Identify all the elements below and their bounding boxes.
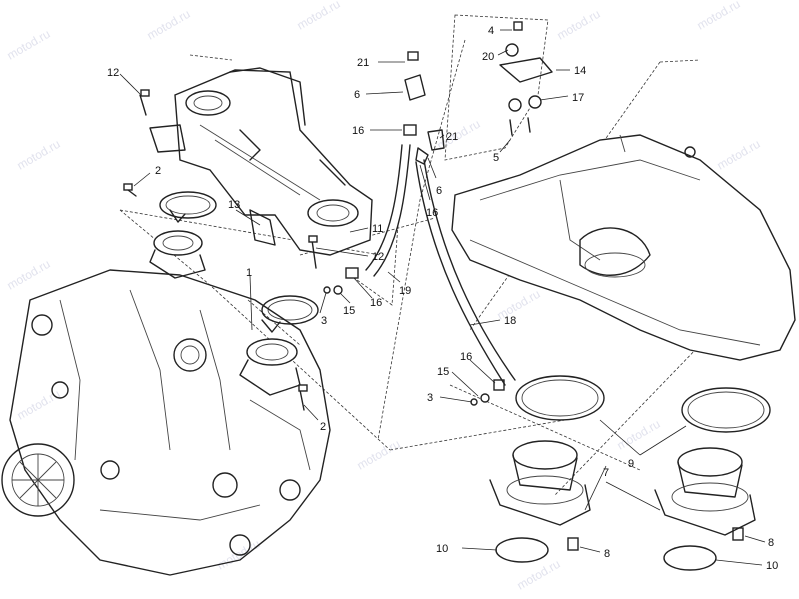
- watermark-text: motod.ru: [15, 387, 63, 423]
- callout-15: 15: [343, 305, 355, 317]
- callout-16: 16: [460, 351, 472, 363]
- callout-13: 13: [228, 199, 240, 211]
- watermark-text: motod.ru: [15, 137, 63, 173]
- callout-8: 8: [604, 548, 610, 560]
- airbox: [451, 134, 796, 361]
- callout-21: 21: [446, 131, 458, 143]
- watermark-text: motod.ru: [145, 7, 193, 43]
- callout-17: 17: [572, 92, 584, 104]
- callout-3: 3: [321, 315, 327, 327]
- callout-7: 7: [603, 467, 609, 479]
- callout-5: 5: [493, 152, 499, 164]
- callout-4: 4: [488, 25, 494, 37]
- callout-6: 6: [436, 185, 442, 197]
- callout-12: 12: [107, 67, 119, 79]
- intake-adapters-right: [489, 375, 771, 571]
- callout-3: 3: [427, 392, 433, 404]
- callout-14: 14: [574, 65, 586, 77]
- watermark-text: motod.ru: [615, 417, 663, 453]
- callout-10: 10: [766, 560, 778, 572]
- callout-16: 16: [426, 207, 438, 219]
- watermark-text: motod.ru: [295, 0, 343, 33]
- watermark-text: motod.ru: [555, 7, 603, 43]
- callout-21: 21: [357, 57, 369, 69]
- watermark-text: motod.ru: [5, 27, 53, 63]
- callout-2: 2: [155, 165, 161, 177]
- callout-11: 11: [372, 223, 383, 235]
- callout-15: 15: [437, 366, 449, 378]
- watermark-text: motod.ru: [495, 287, 543, 323]
- callout-8: 8: [768, 537, 774, 549]
- callout-2: 2: [320, 421, 326, 433]
- watermark-text: motod.ru: [355, 437, 403, 473]
- callout-10: 10: [436, 543, 448, 555]
- callout-20: 20: [482, 51, 494, 63]
- watermark-text: motod.ru: [695, 0, 743, 33]
- callout-16: 16: [352, 125, 364, 137]
- leader-lines: [119, 29, 766, 566]
- callout-9: 9: [628, 458, 634, 470]
- throttle-body-assembly: [149, 67, 373, 256]
- callout-labels: 4 20 14 17 5 21 6 16 21 6 16 12 2 13 11 …: [107, 25, 778, 572]
- callout-18: 18: [504, 315, 516, 327]
- callout-19: 19: [399, 285, 411, 297]
- fasteners: [123, 21, 744, 551]
- vent-hoses: [365, 144, 516, 386]
- watermark-text: motod.ru: [5, 257, 53, 293]
- engine-block: [1, 269, 331, 576]
- callout-16: 16: [370, 297, 382, 309]
- watermark-text: motod.ru: [715, 137, 763, 173]
- callout-6: 6: [354, 89, 360, 101]
- callout-12: 12: [372, 251, 384, 263]
- callout-1: 1: [246, 267, 252, 279]
